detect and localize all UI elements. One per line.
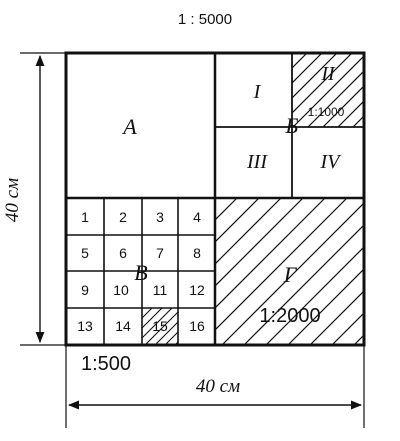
hatch-line xyxy=(144,311,178,345)
hatch-line xyxy=(215,198,326,309)
cell-13: 13 xyxy=(77,318,93,334)
cell-12: 12 xyxy=(189,282,205,298)
cell-11: 11 xyxy=(153,282,168,298)
hatch-line xyxy=(154,321,178,345)
grid-block-v xyxy=(66,198,215,345)
hatch-line xyxy=(383,53,400,127)
hatch-line xyxy=(307,70,364,127)
hatch-line xyxy=(322,85,364,127)
hatch-line xyxy=(215,198,260,243)
hatch-line xyxy=(292,53,308,69)
hatch-block-g xyxy=(215,198,400,345)
label-sub-iv: IV xyxy=(320,151,343,173)
hatch-line xyxy=(164,331,178,345)
hatch-line xyxy=(215,198,282,265)
cell-10: 10 xyxy=(113,282,129,298)
hatch-line xyxy=(292,55,364,127)
hatch-line xyxy=(292,53,323,84)
cell-3: 3 xyxy=(156,209,164,225)
hatch-line xyxy=(205,308,242,345)
hatch-line xyxy=(368,53,400,127)
label-sub-ii: II xyxy=(320,63,336,85)
scale-block-g: 1:2000 xyxy=(259,305,320,327)
hatch-line xyxy=(309,290,364,345)
hatch-line xyxy=(265,246,364,345)
hatch-sub-ii xyxy=(292,53,400,127)
hatch-line xyxy=(215,198,304,287)
scale-block-v: 1:500 xyxy=(81,353,131,375)
cells-block-v: 1 2 3 4 5 6 7 8 9 10 11 12 13 14 15 16 xyxy=(77,209,205,334)
dim-h-label: 40 см xyxy=(196,376,240,397)
cell-6: 6 xyxy=(119,245,127,261)
hatch-line xyxy=(376,198,400,345)
hatch-line xyxy=(331,312,364,345)
hatch-line xyxy=(243,224,364,345)
hatch-line xyxy=(142,308,163,329)
cell-7: 7 xyxy=(156,245,164,261)
hatch-line xyxy=(287,268,364,345)
cell-16: 16 xyxy=(189,318,205,334)
hatch-line xyxy=(292,53,338,99)
cell-15: 15 xyxy=(152,318,168,334)
hatch-line xyxy=(142,308,173,339)
cell-1: 1 xyxy=(81,209,89,225)
cell-9: 9 xyxy=(81,282,89,298)
cell-2: 2 xyxy=(119,209,127,225)
label-sub-i: I xyxy=(253,81,262,103)
hatch-line xyxy=(142,308,153,319)
label-sub-iii: III xyxy=(246,151,268,173)
dim-v-label: 40 см xyxy=(2,178,23,222)
cell-4: 4 xyxy=(193,209,201,225)
scale-block-b: 1:1000 xyxy=(308,105,345,119)
hatch-line xyxy=(337,100,364,127)
title-scale: 1 : 5000 xyxy=(178,11,232,28)
hatch-line xyxy=(221,202,364,345)
hatch-cell-15 xyxy=(142,308,242,345)
hatch-line xyxy=(292,53,353,114)
cell-14: 14 xyxy=(115,318,131,334)
label-block-g: Г xyxy=(283,262,298,287)
cell-8: 8 xyxy=(193,245,201,261)
label-block-v: В xyxy=(134,260,147,285)
label-block-a: А xyxy=(121,114,137,139)
label-block-b: Б xyxy=(285,113,299,138)
cell-5: 5 xyxy=(81,245,89,261)
hatch-line xyxy=(215,198,348,331)
